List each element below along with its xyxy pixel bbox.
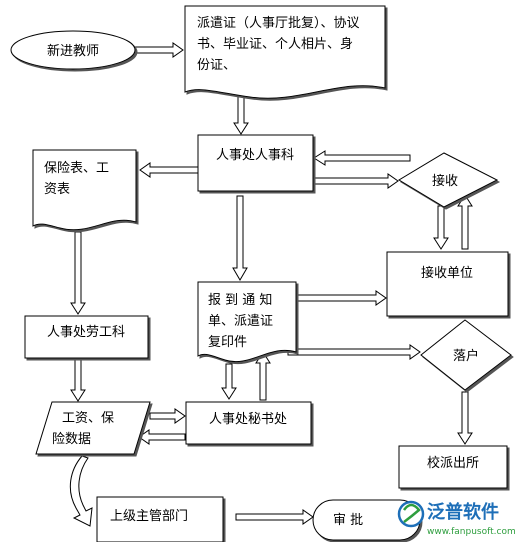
arrow-wage-to-secretary [149,408,186,424]
labor-section-label: 人事处劳工科 [47,324,125,340]
receive-label: 接收 [432,173,458,189]
arrow-receive-to-unit [433,205,449,250]
documents-line-2: 书、毕业证、个人相片、身 [197,36,353,52]
new-teacher-label: 新进教师 [47,43,99,59]
arrow-supervisor-to-approve [235,509,314,525]
supervisor-label: 上级主管部门 [110,509,188,524]
arrow-personnel-to-notice [232,195,248,281]
watermark: 泛普软件 www.fanpusoft.com [397,500,516,537]
fanpu-logo-icon [397,500,425,528]
arrow-notice-to-unit [297,290,387,306]
node-notice: 报 到 通 知 单、派遣证 复印件 [197,281,297,363]
node-secretary: 人事处秘书处 [185,401,312,445]
school-office-label: 校派出所 [427,455,479,471]
arrow-personnel-to-insurance [139,162,199,178]
arrow-unit-to-receive [457,194,473,250]
node-insurance: 保险表、工 资表 [32,149,137,231]
arrow-receive-to-personnel [313,150,411,166]
arrow-secretary-to-notice [255,351,271,401]
arrow-docs-to-personnel [233,95,249,135]
arrow-wage-to-supervisor [69,455,93,527]
wage-data-line-1: 工资、保 [62,411,114,426]
arrow-settle-to-office [457,391,473,445]
arrow-labor-to-wage [70,358,86,402]
node-personnel-section: 人事处人事科 [197,134,314,192]
notice-line-2: 单、派遣证 [208,314,273,329]
arrows [69,42,473,527]
watermark-url: www.fanpusoft.com [427,527,516,537]
node-new-teacher: 新进教师 [10,30,136,70]
arrow-notice-to-settle [287,344,421,360]
documents-line-3: 份证、 [197,58,236,73]
arrow-insurance-to-labor [70,231,86,315]
watermark-brand: 泛普软件 [427,501,499,523]
arrow-secretary-to-wage [138,429,186,445]
receiving-unit-label: 接收单位 [421,265,473,281]
node-documents: 派遣证（人事厅批复）、协议 书、毕业证、个人相片、身 份证、 [184,5,386,99]
arrow-teacher-to-docs [134,42,184,58]
documents-line-1: 派遣证（人事厅批复）、协议 [197,16,360,31]
node-approve: 审 批 [312,499,421,541]
nodes: 新进教师 派遣证（人事厅批复）、协议 书、毕业证、个人相片、身 份证、 人事处人… [10,5,512,542]
insurance-line-2: 资表 [44,182,70,197]
node-supervisor: 上级主管部门 [96,496,224,542]
arrow-personnel-to-receive [313,173,399,189]
node-wage-data: 工资、保 险数据 [35,401,151,455]
node-settle: 落户 [420,319,512,391]
approve-label: 审 批 [333,513,363,528]
insurance-line-1: 保险表、工 [44,161,109,176]
settle-label: 落户 [453,348,479,364]
personnel-section-label: 人事处人事科 [216,148,294,163]
notice-line-1: 报 到 通 知 [208,292,272,308]
secretary-label: 人事处秘书处 [209,412,287,427]
arrow-notice-to-secretary [221,363,237,400]
notice-line-3: 复印件 [208,335,247,350]
node-receiving-unit: 接收单位 [386,251,509,317]
node-labor-section: 人事处劳工科 [24,315,149,359]
wage-data-line-2: 险数据 [52,432,91,447]
node-school-office: 校派出所 [398,445,508,489]
node-receive: 接收 [398,152,499,208]
